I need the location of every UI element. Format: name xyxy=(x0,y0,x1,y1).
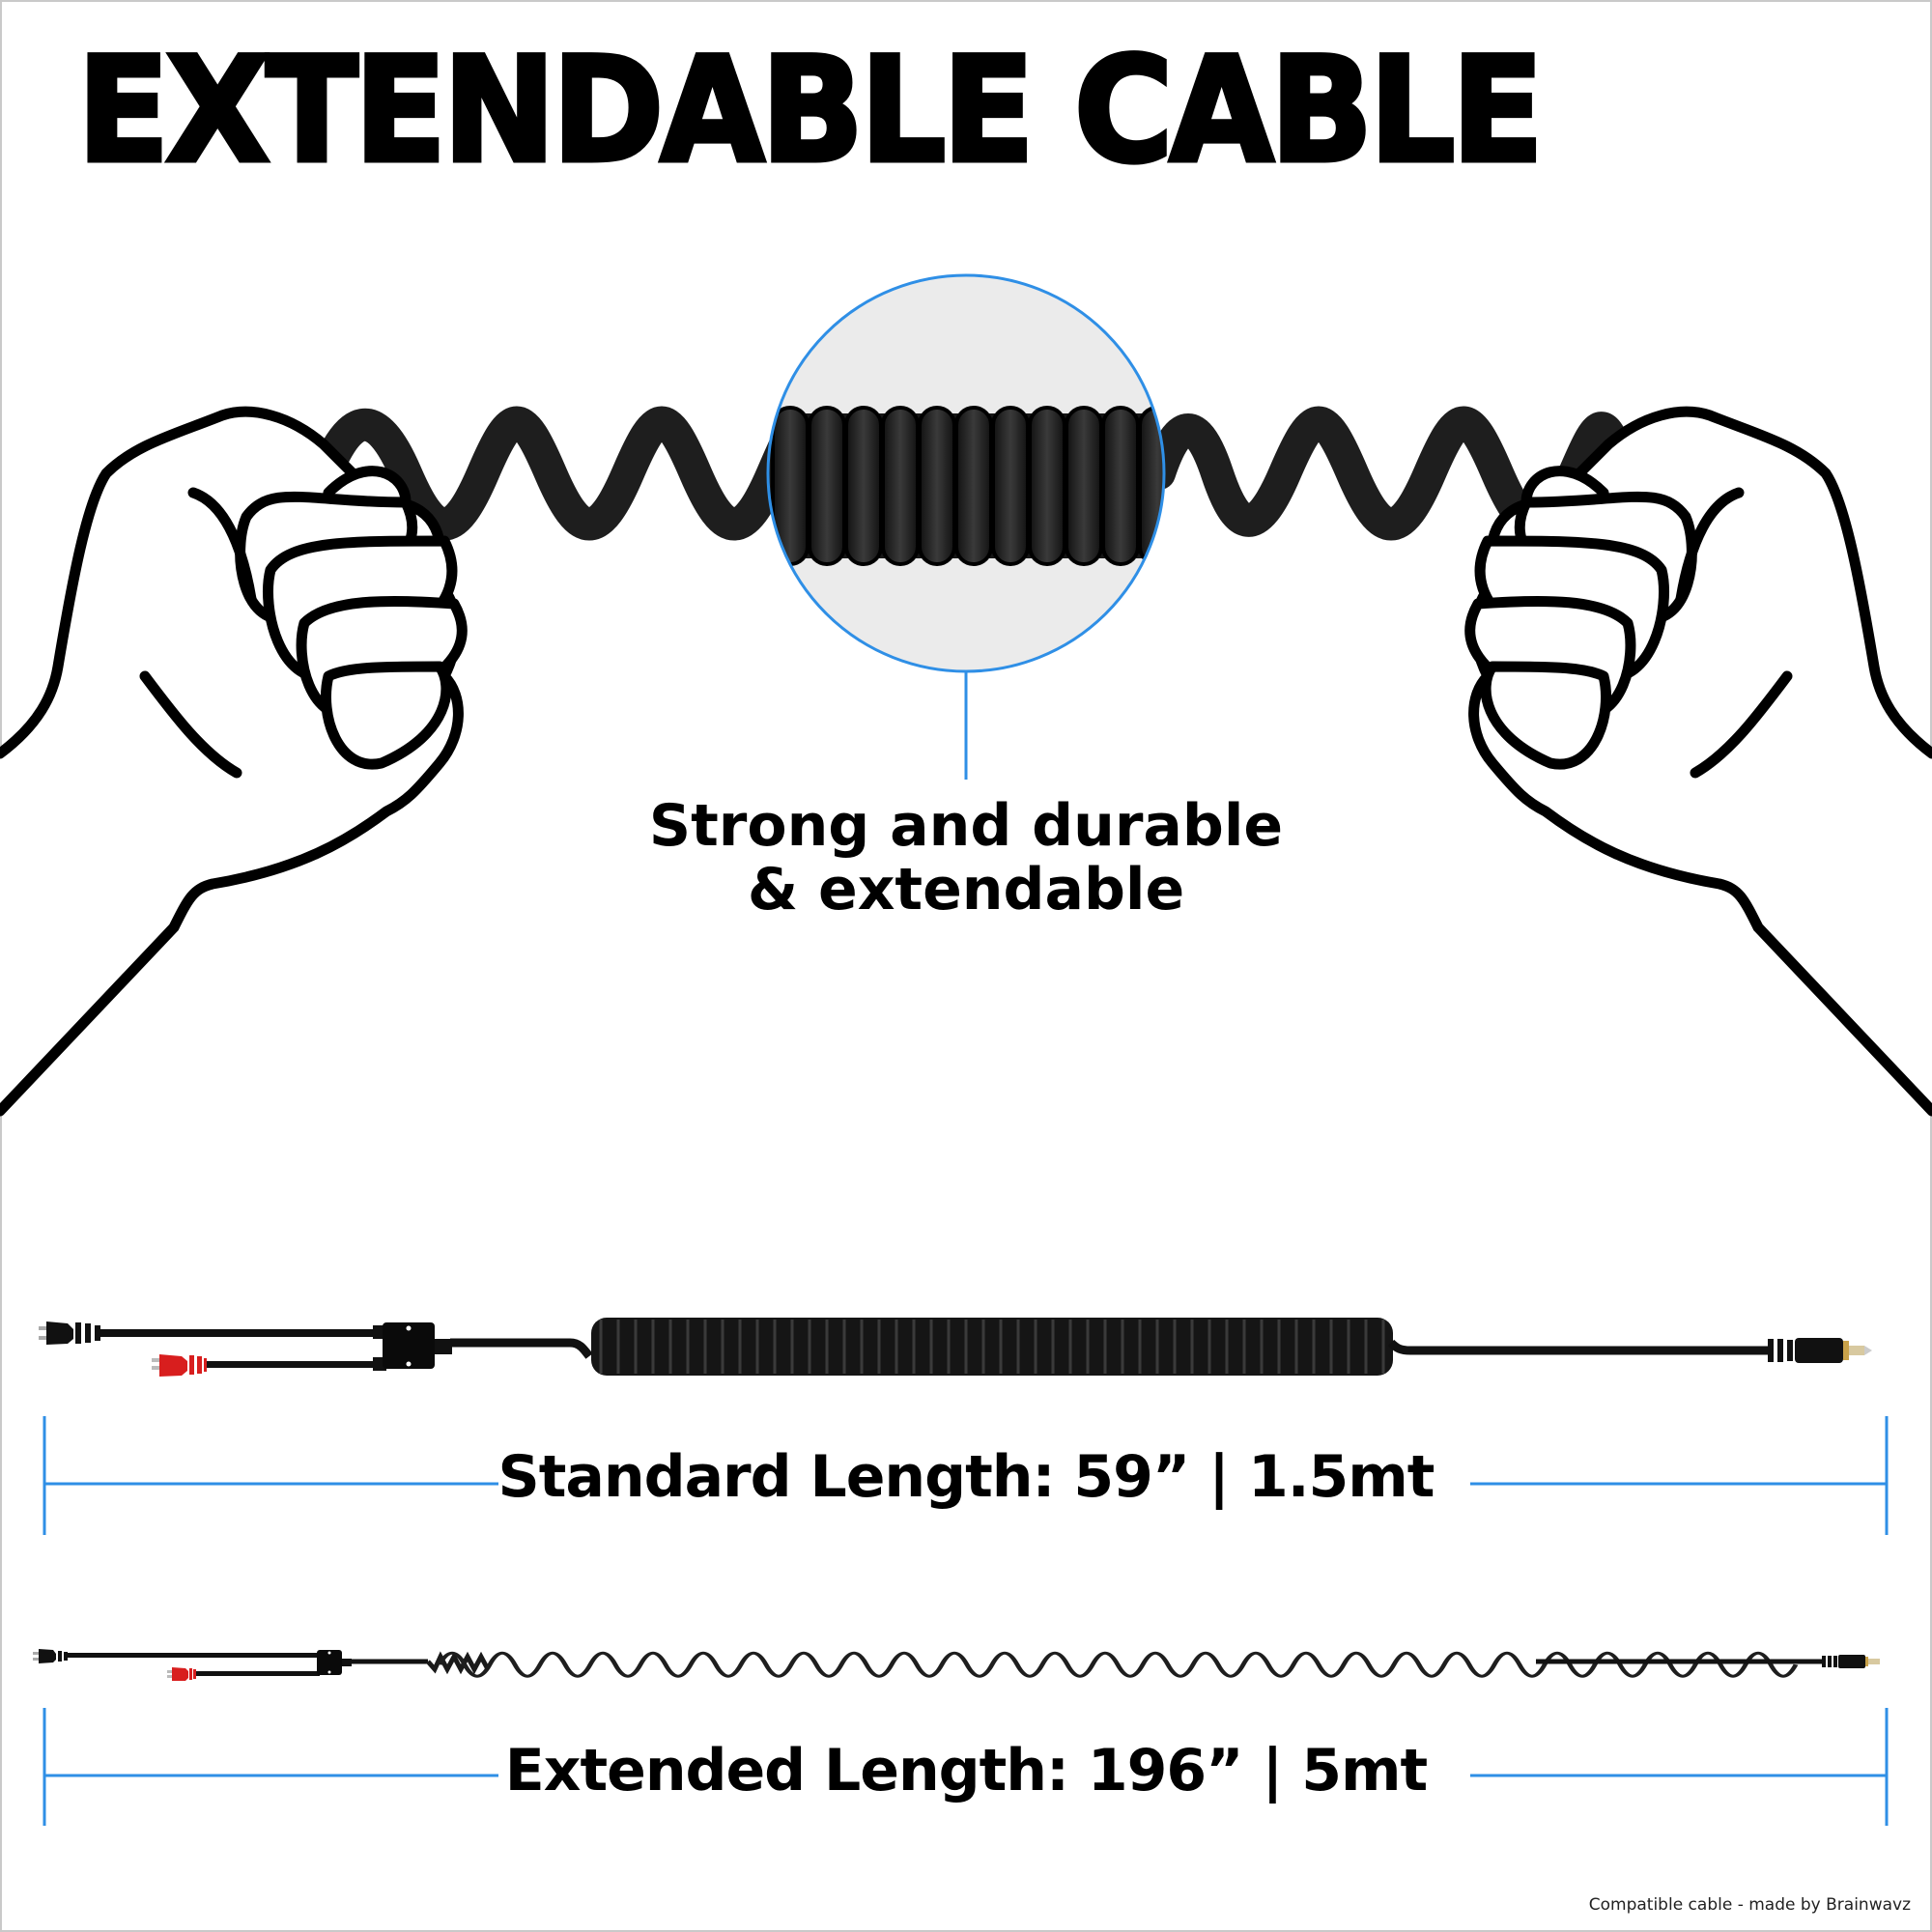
callout-line-2: & extendable xyxy=(747,856,1185,923)
extended-length-label: Extended Length: 196” | 5mt xyxy=(504,1737,1428,1804)
extended-cable-icon xyxy=(33,1649,1880,1681)
feature-callout: Strong and durable & extendable xyxy=(0,794,1932,922)
standard-length-label: Standard Length: 59” | 1.5mt xyxy=(497,1443,1435,1511)
magnified-coil-icon xyxy=(766,273,1166,780)
callout-line-1: Strong and durable xyxy=(648,792,1284,860)
extended-length-dimension xyxy=(43,1708,1889,1826)
footer-note: Compatible cable - made by Brainwavz xyxy=(1588,1895,1911,1915)
stretched-coil-left-icon xyxy=(302,406,809,541)
standard-length-dimension xyxy=(43,1416,1889,1535)
page-title: EXTENDABLE CABLE xyxy=(75,27,1547,195)
left-hand-icon xyxy=(0,406,468,1117)
right-hand-icon xyxy=(1464,406,1932,1117)
standard-cable-icon xyxy=(39,1318,1872,1377)
